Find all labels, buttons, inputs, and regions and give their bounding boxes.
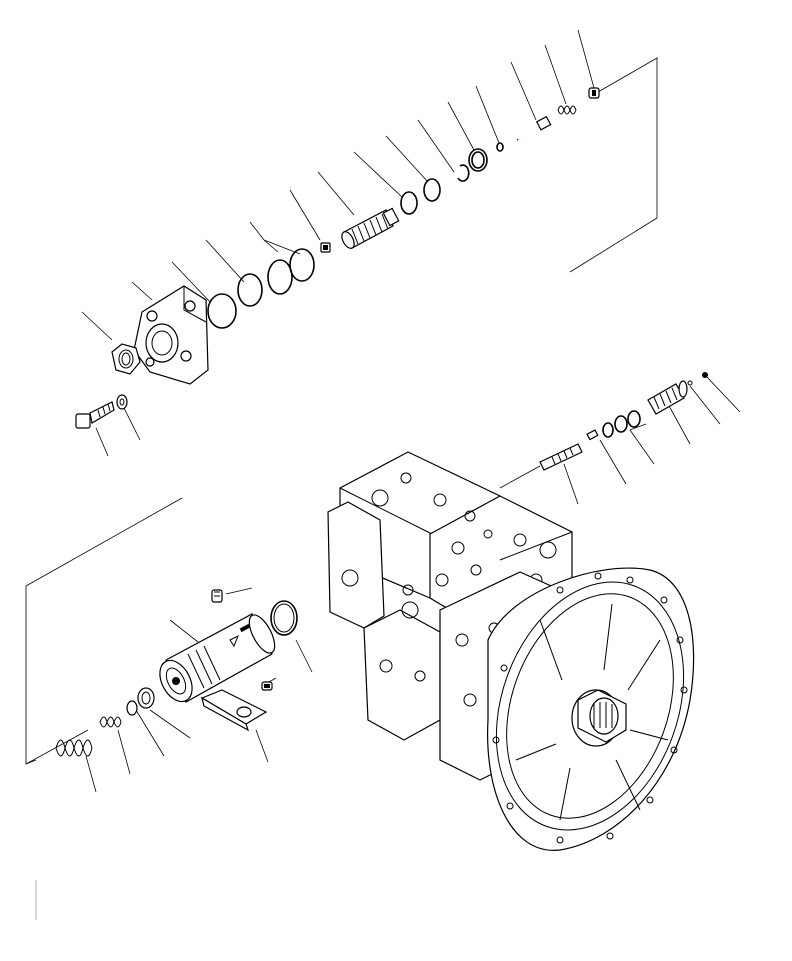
small-seat-part <box>126 700 138 716</box>
bolt-part <box>75 401 115 429</box>
right-leader-lines <box>563 375 741 505</box>
upper-group-bracket <box>569 57 658 273</box>
adjust-pin-part <box>516 115 552 141</box>
small-screw-part <box>261 681 273 691</box>
small-spring-part <box>557 105 577 115</box>
hex-nut-part <box>111 343 141 375</box>
spring-seat-part <box>137 687 155 709</box>
upper-leader-lines <box>81 29 595 457</box>
inner-spring-part <box>99 716 122 728</box>
lower-group-bracket <box>25 497 183 765</box>
cap-nut-part <box>588 87 600 99</box>
small-o-ring-part <box>496 142 504 152</box>
lower-leader-lines <box>85 587 313 793</box>
large-o-ring-part <box>270 600 298 636</box>
flange-cover-part <box>133 285 209 385</box>
threaded-spool-part <box>341 207 400 249</box>
outer-spring-part <box>55 739 93 757</box>
o-rings-upper <box>400 148 488 215</box>
piston-cylinder-part <box>159 613 276 703</box>
plug-screw-part <box>211 589 223 603</box>
washer-part <box>116 394 128 410</box>
stopper-plate-part <box>200 689 268 732</box>
right-parts <box>499 372 708 489</box>
pump-body <box>327 451 695 851</box>
small-hex-nut-part <box>320 242 331 253</box>
o-rings-large <box>207 248 315 329</box>
